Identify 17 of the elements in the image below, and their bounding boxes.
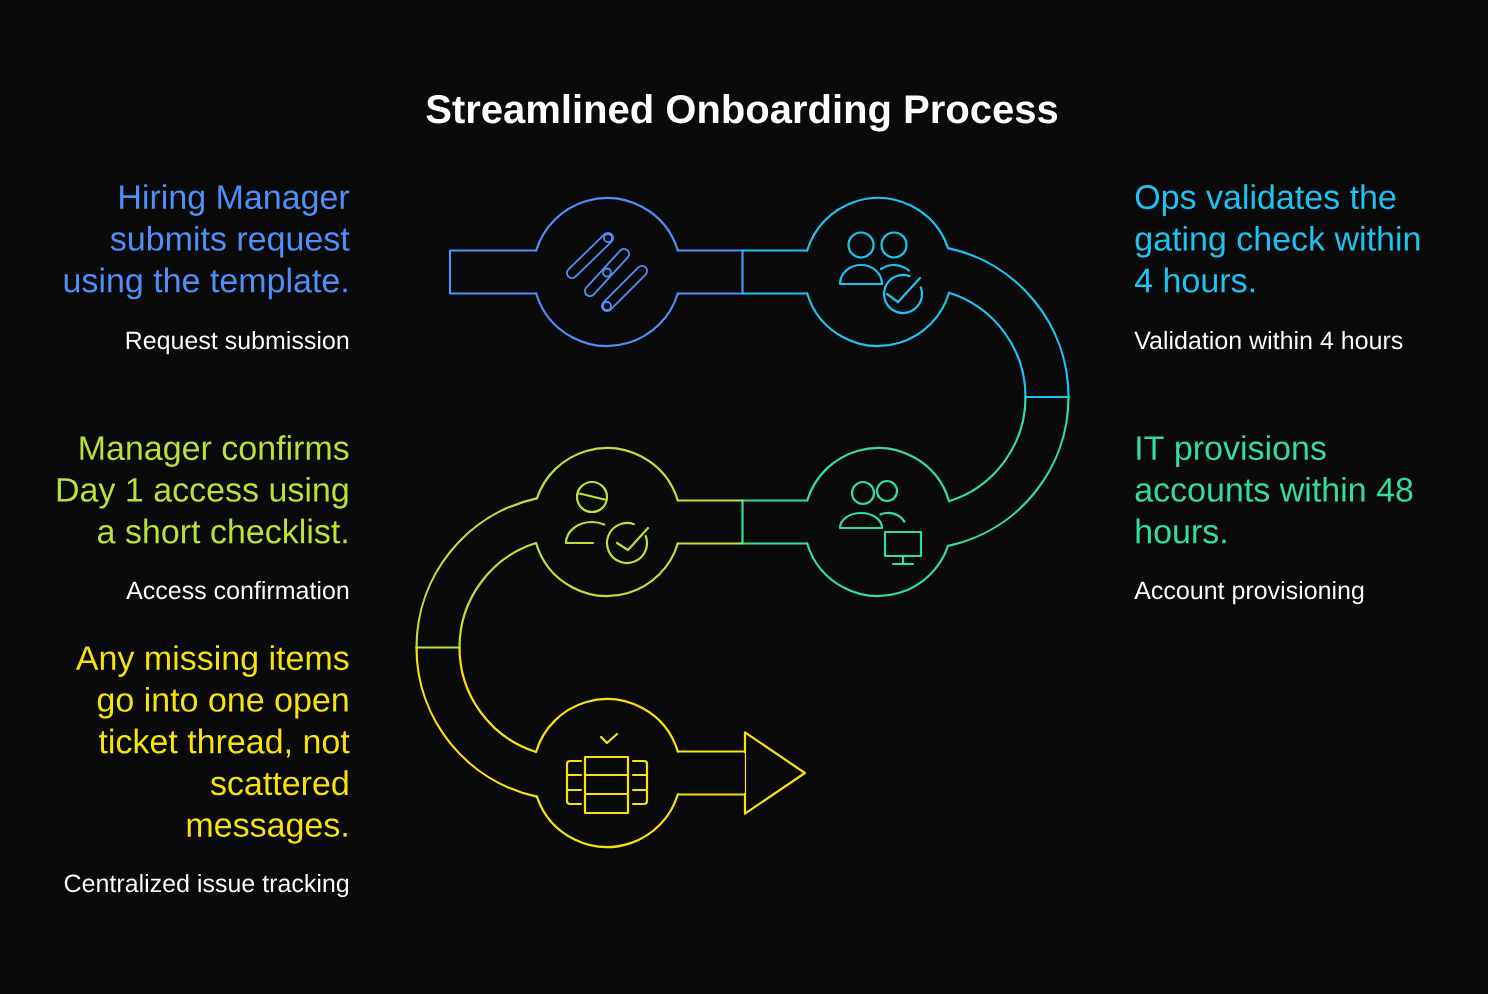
step-description: Any missing items go into one open ticket thread, not scattered messages.	[75, 645, 350, 844]
title: Streamlined Onboarding Process	[426, 94, 1058, 132]
step-caption: Request submission	[126, 330, 349, 355]
arrow	[676, 731, 806, 815]
path-band	[946, 247, 1070, 547]
step-description: Ops validates the gating check within 4 hours.	[1135, 184, 1420, 293]
path-band	[448, 249, 538, 295]
path-band	[415, 497, 538, 798]
step-caption: Access confirmation	[126, 580, 349, 600]
step-caption: Account provisioning	[1134, 580, 1364, 605]
step-description: IT provisions accounts within 48 hours.	[1135, 435, 1413, 544]
step-caption: Centralized issue tracking	[64, 873, 349, 898]
step-caption: Validation within 4 hours	[1134, 330, 1403, 350]
step-description: Manager confirms Day 1 access using a short checklist.	[57, 435, 349, 544]
step-description: Hiring Manager submits request using the template.	[64, 184, 350, 300]
path-band	[676, 249, 809, 295]
path-band	[676, 499, 809, 545]
